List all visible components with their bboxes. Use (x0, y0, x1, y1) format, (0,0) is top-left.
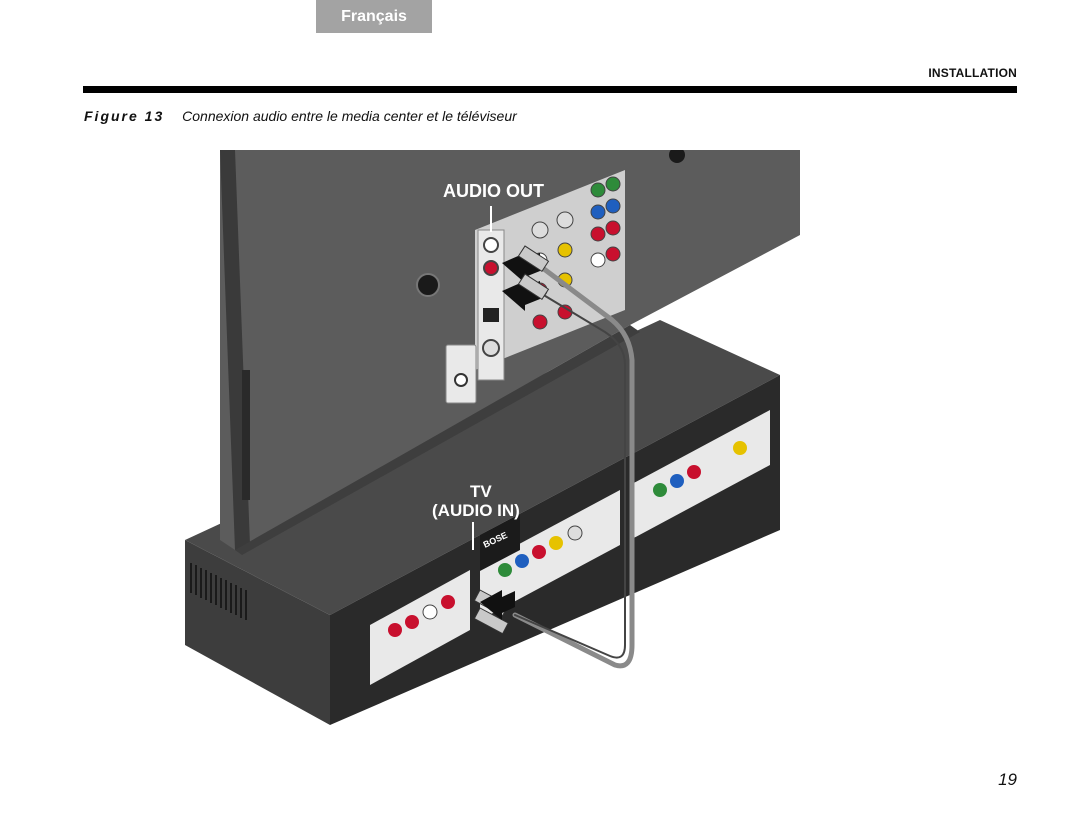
audio-in-label: (AUDIO IN) (432, 501, 520, 520)
figure-label: Figure 13 (84, 108, 165, 124)
audio-out-label: AUDIO OUT (443, 181, 544, 201)
page-number: 19 (998, 770, 1017, 789)
figure-caption-text: Connexion audio entre le media center et… (182, 108, 517, 124)
tv-label: TV (470, 482, 492, 501)
tv-back (220, 150, 800, 555)
box-jacks (388, 441, 747, 637)
header-rule (83, 86, 1017, 93)
tv-audio-in-callout: TV (AUDIO IN) (432, 482, 520, 550)
rca-cable (473, 245, 635, 669)
section-title: INSTALLATION (928, 66, 1017, 80)
audio-out-callout: AUDIO OUT (443, 181, 544, 232)
connection-illustration: BOSE (185, 150, 800, 725)
vent-slots (190, 563, 247, 620)
language-tab[interactable]: Français (316, 0, 432, 33)
figure-caption: Figure 13 Connexion audio entre le media… (84, 108, 517, 124)
